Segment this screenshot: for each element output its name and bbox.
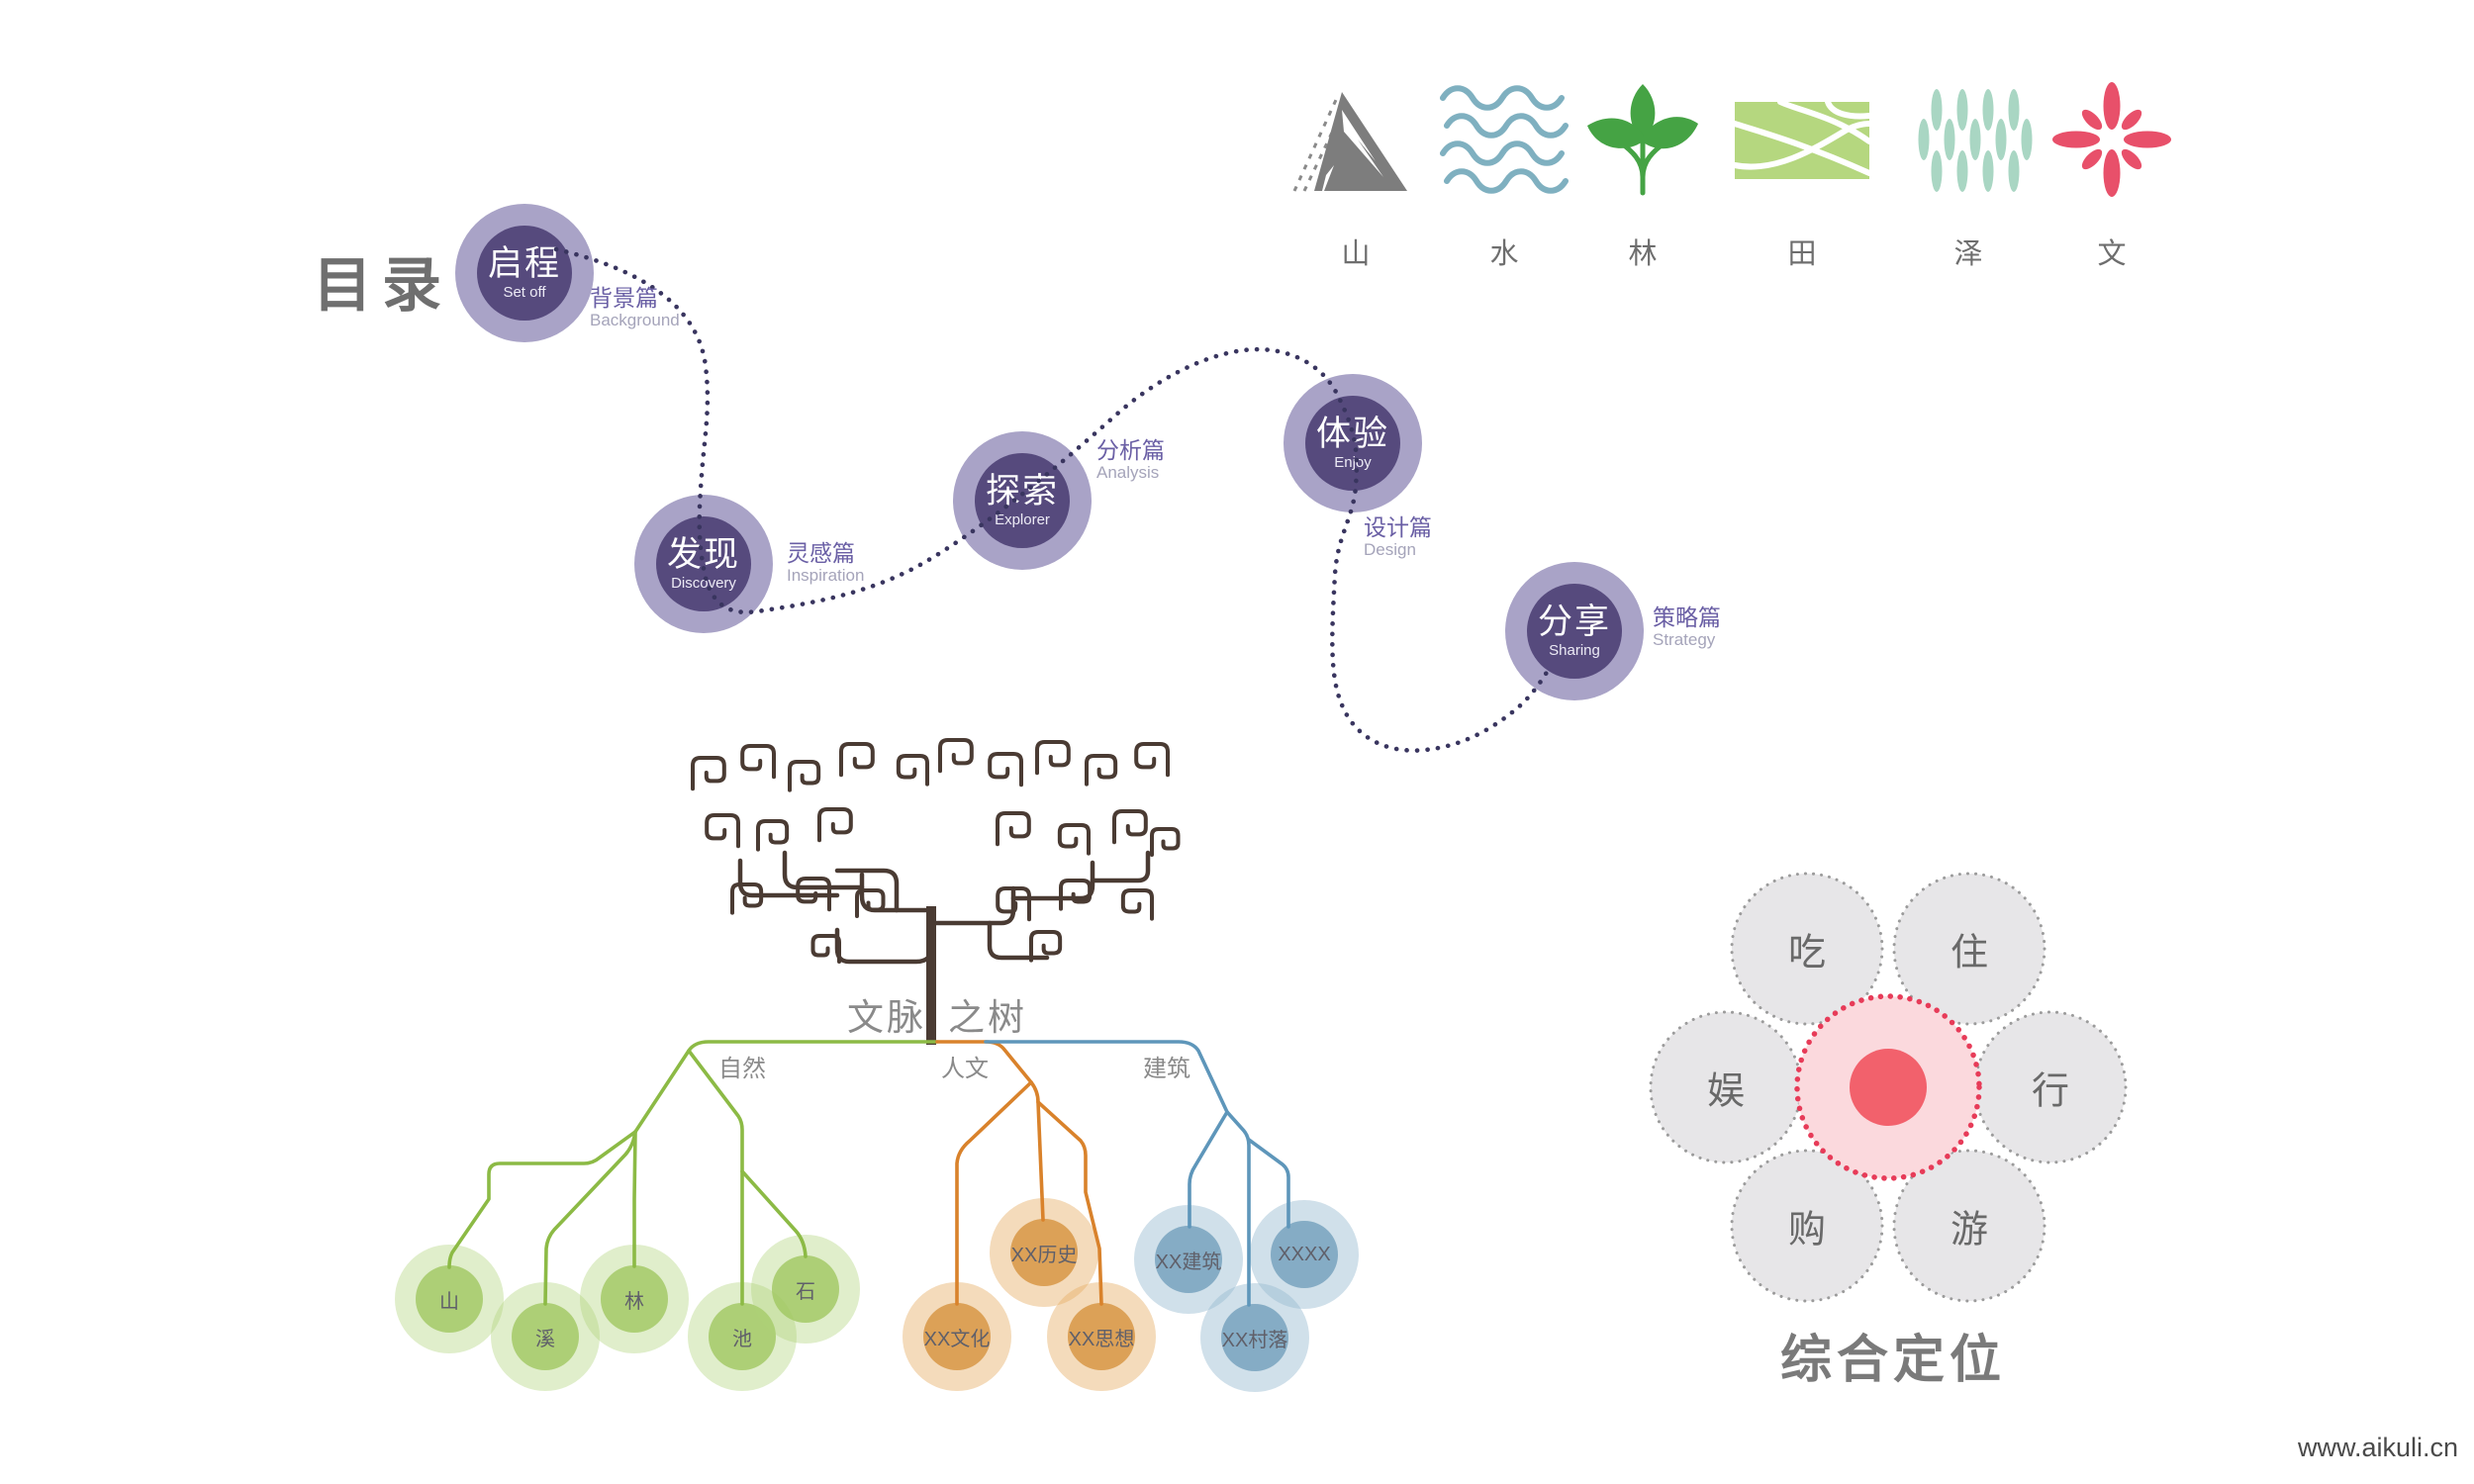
journey-label-design: 设计篇 Design — [1364, 514, 1432, 560]
branch-lines-nature — [447, 1040, 939, 1306]
flower-center-core — [1850, 1049, 1927, 1126]
leaf-node: 山 — [395, 1245, 504, 1353]
journey-node-discovery[interactable]: 发现 Discovery — [634, 495, 773, 633]
branch-label-architecture: 建筑 — [1143, 1056, 1190, 1082]
legend-item-culture: 文 — [2038, 79, 2186, 272]
legend-item-forest: 林 — [1569, 79, 1717, 272]
forest-icon — [1587, 84, 1698, 196]
journey-node-core: 体验 Enjoy — [1305, 396, 1400, 491]
flower-center-disc — [1797, 996, 1979, 1178]
culture-icon — [2052, 82, 2171, 197]
water-icon — [1440, 85, 1569, 194]
journey-node-core: 分享 Sharing — [1527, 584, 1622, 679]
journey-label-background: 背景篇 Background — [590, 285, 680, 330]
legend-item-field: 田 — [1728, 79, 1876, 272]
journey-node-core: 探索 Explorer — [975, 453, 1070, 548]
petal-label-shop: 购 — [1787, 1209, 1827, 1252]
mountain-icon — [1292, 92, 1407, 192]
legend-item-mountain: 山 — [1282, 79, 1430, 272]
leaf-node: 林 — [580, 1245, 689, 1353]
branch-label-humanity: 人文 — [941, 1056, 989, 1082]
culture-tree-curls — [691, 738, 1180, 963]
tree-title-left: 文脉 — [847, 997, 926, 1038]
petal-label-travel: 行 — [2031, 1070, 2070, 1113]
website-watermark: www.aikuli.cn — [2298, 1433, 2459, 1462]
journey-label-strategy: 策略篇 Strategy — [1653, 604, 1721, 650]
journey-label-analysis: 分析篇 Analysis — [1096, 437, 1165, 483]
journey-node-enjoy[interactable]: 体验 Enjoy — [1284, 374, 1422, 512]
legend-item-water: 水 — [1430, 79, 1578, 272]
petal-label-entertain: 娱 — [1706, 1070, 1746, 1113]
journey-node-core: 启程 Set off — [477, 226, 572, 321]
journey-node-core: 发现 Discovery — [656, 516, 751, 611]
flower-title: 综合定位 — [1779, 1332, 2007, 1389]
journey-node-sharing[interactable]: 分享 Sharing — [1505, 562, 1644, 700]
petal-label-stay: 住 — [1950, 932, 1989, 974]
legend-item-marsh: 泽 — [1894, 79, 2043, 272]
page-title: 目录 — [313, 252, 451, 319]
branch-label-nature: 自然 — [718, 1056, 766, 1082]
petal-label-eat: 吃 — [1787, 932, 1827, 974]
culture-tree-art — [737, 850, 1151, 965]
journey-node-explorer[interactable]: 探索 Explorer — [953, 431, 1092, 570]
leaf-node: 石 — [751, 1235, 860, 1344]
flower-center-dotted-ring — [1794, 993, 1982, 1181]
leaf-node: XX村落 — [1200, 1283, 1309, 1392]
tree-title-right: 之树 — [948, 997, 1027, 1038]
marsh-icon — [1918, 89, 2033, 192]
field-icon — [1732, 99, 1872, 179]
journey-label-inspiration: 灵感篇 Inspiration — [787, 540, 865, 586]
journey-node-set-off[interactable]: 启程 Set off — [455, 204, 594, 342]
petal-label-tour: 游 — [1950, 1209, 1989, 1252]
